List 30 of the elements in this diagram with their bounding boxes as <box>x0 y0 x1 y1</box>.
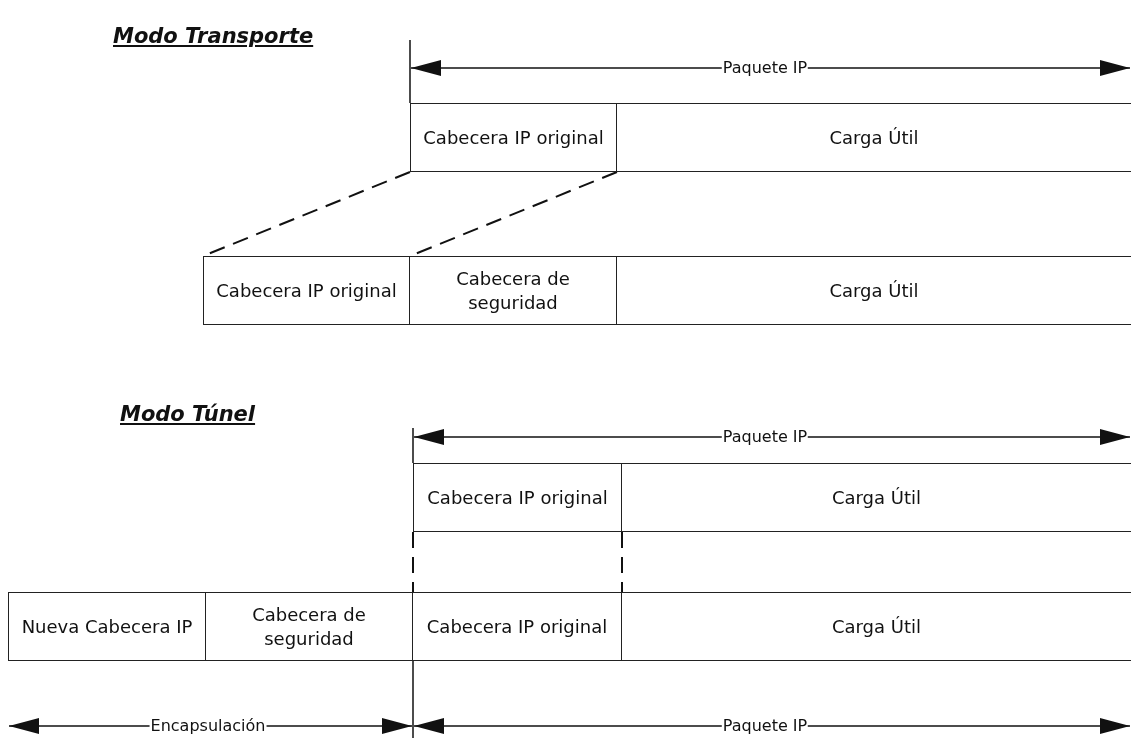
field-label: Carga Útil <box>830 485 923 510</box>
section-heading: Modo Transporte <box>113 24 314 48</box>
packet-field-box <box>413 463 622 532</box>
field-label: Carga Útil <box>828 125 920 150</box>
packet-field-box <box>8 592 206 661</box>
dimension-label: Paquete IP <box>721 716 809 736</box>
field-label: Cabecera de seguridad <box>455 267 571 314</box>
field-label: Cabecera IP original <box>422 125 605 150</box>
packet-field-box <box>413 592 622 661</box>
packet-field-box <box>410 256 617 325</box>
field-label: Cabecera IP original <box>426 485 609 510</box>
packet-field-box <box>622 463 1131 532</box>
field-label: Cabecera IP original <box>215 278 398 303</box>
field-label: Cabecera de seguridad <box>251 603 367 650</box>
packet-field-box <box>622 592 1131 661</box>
field-label: Carga Útil <box>830 614 923 639</box>
packet-field-box <box>410 103 617 172</box>
section-heading: Modo Túnel <box>120 402 256 426</box>
packet-field-box <box>617 256 1131 325</box>
packet-field-box <box>206 592 413 661</box>
packet-field-box <box>617 103 1131 172</box>
packet-field-box <box>203 256 410 325</box>
dashed-connector <box>412 531 414 593</box>
dimension-label: Paquete IP <box>721 58 809 78</box>
dashed-connector <box>621 531 623 593</box>
dimension-label: Paquete IP <box>721 427 809 447</box>
dimension-label: Encapsulación <box>149 716 267 736</box>
field-label: Cabecera IP original <box>425 614 609 639</box>
field-label: Carga Útil <box>828 278 920 303</box>
field-label: Nueva Cabecera IP <box>20 614 194 639</box>
